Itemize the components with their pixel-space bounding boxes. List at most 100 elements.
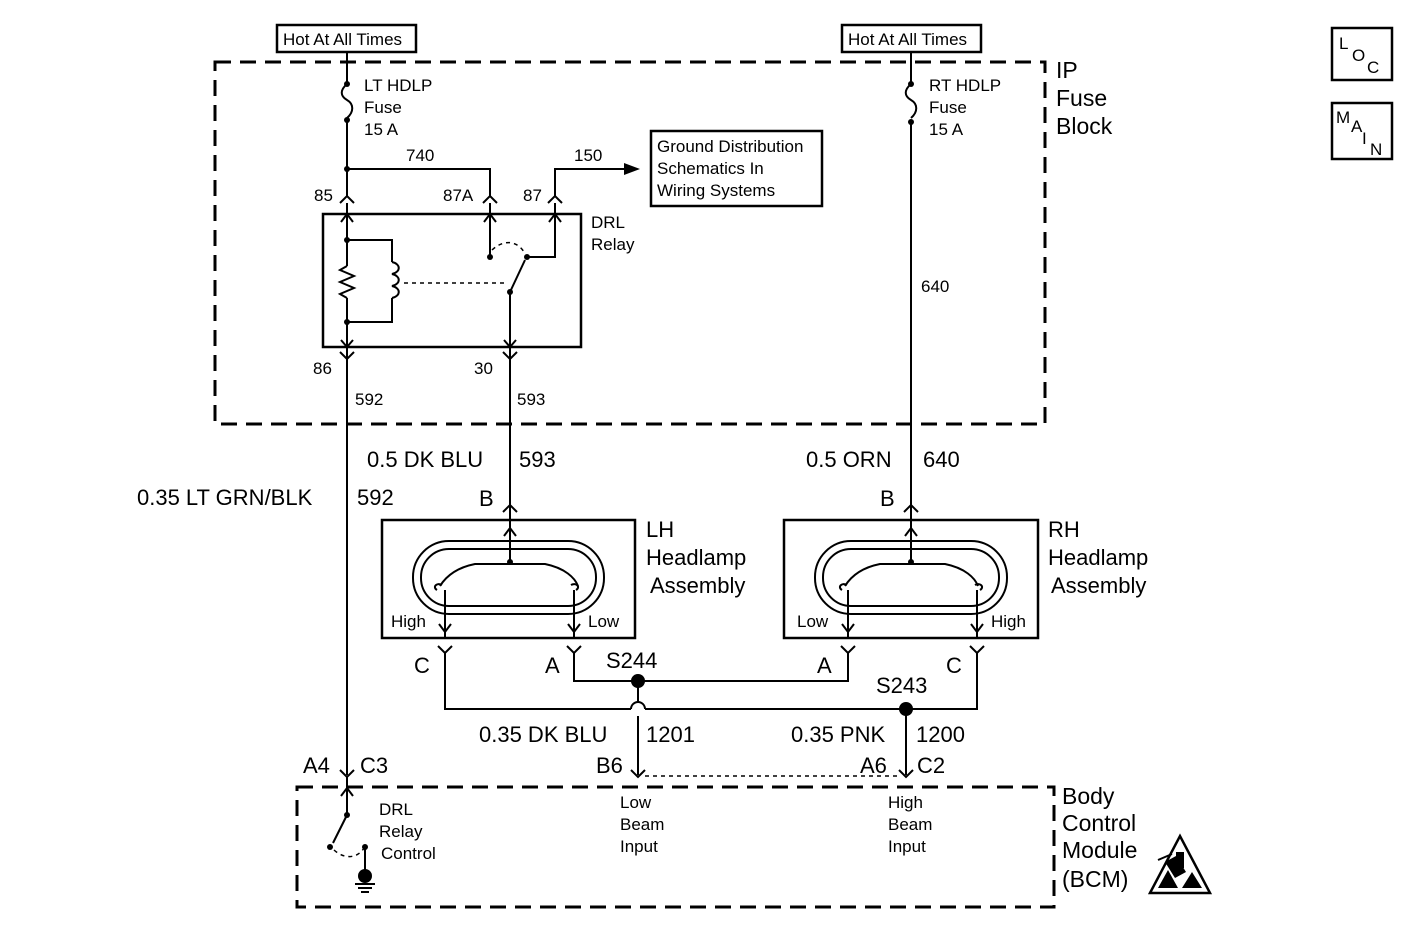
main-letter-4: N xyxy=(1370,140,1382,159)
right-power-label: Hot At All Times xyxy=(848,30,967,49)
low-beam-input-label-1: Low xyxy=(620,793,652,812)
ip-fuse-block-label-2: Fuse xyxy=(1056,85,1107,111)
high-beam-input-label-2: Beam xyxy=(888,815,932,834)
right-power-source: Hot At All Times xyxy=(840,23,983,54)
rh-label-1: RH xyxy=(1048,517,1080,542)
main-button[interactable]: M A I N xyxy=(1330,101,1394,161)
wire-593-circuit: 593 xyxy=(519,447,556,472)
lt-fuse-label-2: Fuse xyxy=(364,98,402,117)
rt-hdlp-fuse: RT HDLP Fuse 15 A 640 xyxy=(904,52,1001,510)
rh-pin-a-label: A xyxy=(817,653,832,678)
pin-87a-label: 87A xyxy=(443,186,474,205)
circuit-150-label: 150 xyxy=(574,146,602,165)
esd-warning-icon xyxy=(1147,833,1213,895)
connector-a4-label: A4 xyxy=(303,753,330,778)
high-beam-input-label-3: Input xyxy=(888,837,926,856)
wire-1201-circuit: 1201 xyxy=(646,722,695,747)
rh-headlamp-assembly: B RH Headlamp Assembly Low High A C xyxy=(782,486,1148,678)
pin-85-label: 85 xyxy=(314,186,333,205)
rt-fuse-label-2: Fuse xyxy=(929,98,967,117)
main-letter-3: I xyxy=(1362,129,1367,148)
bcm-label-4: (BCM) xyxy=(1062,866,1128,892)
bcm-label-1: Body xyxy=(1062,783,1115,809)
circuit-740-label: 740 xyxy=(406,146,434,165)
rh-label-2: Headlamp xyxy=(1048,545,1148,570)
wire-593-color: 0.5 DK BLU xyxy=(367,447,483,472)
connector-c2-label: C2 xyxy=(917,753,945,778)
ground-distribution-reference[interactable]: Ground Distribution Schematics In Wiring… xyxy=(649,129,824,208)
lh-headlamp-assembly: B LH Headlamp Assembly High Low C A xyxy=(380,486,746,678)
lh-low-label: Low xyxy=(588,612,620,631)
loc-letter-3: C xyxy=(1367,58,1379,77)
circuit-640-upper: 640 xyxy=(921,277,949,296)
loc-button[interactable]: L O C xyxy=(1330,26,1394,82)
drl-control-label-1: DRL xyxy=(379,800,413,819)
lh-label-3: Assembly xyxy=(650,573,745,598)
lh-high-label: High xyxy=(391,612,426,631)
circuit-592-upper: 592 xyxy=(355,390,383,409)
circuit-150: 150 xyxy=(554,146,640,196)
drl-relay-top-pins: 85 87A 87 xyxy=(314,186,563,205)
wire-593: 0.5 DK BLU 593 xyxy=(367,358,556,510)
lt-hdlp-fuse: LT HDLP Fuse 15 A xyxy=(340,52,432,196)
low-beam-circuit-1201: S244 0.35 DK BLU 1201 xyxy=(479,648,849,775)
loc-letter-1: L xyxy=(1339,34,1348,53)
drl-control-label-2: Relay xyxy=(379,822,423,841)
low-beam-input-label-3: Input xyxy=(620,837,658,856)
splice-s243-label: S243 xyxy=(876,673,927,698)
bcm-label-2: Control xyxy=(1062,810,1136,836)
main-letter-1: M xyxy=(1336,108,1350,127)
wire-1201-color: 0.35 DK BLU xyxy=(479,722,607,747)
rh-pin-c-label: C xyxy=(946,653,962,678)
circuit-740: 740 xyxy=(344,146,491,196)
body-control-module: Body Control Module (BCM) DRL Relay Cont… xyxy=(295,777,1137,909)
drl-control-label-3: Control xyxy=(381,844,436,863)
high-beam-circuit-1200: S243 0.35 PNK 1200 xyxy=(444,653,978,775)
high-beam-input-label-1: High xyxy=(888,793,923,812)
rh-high-label: High xyxy=(991,612,1026,631)
lh-pin-c-label: C xyxy=(414,653,430,678)
wire-1200-color: 0.35 PNK xyxy=(791,722,885,747)
pin-87-label: 87 xyxy=(523,186,542,205)
rt-fuse-label-1: RT HDLP xyxy=(929,76,1001,95)
lh-pin-a-label: A xyxy=(545,653,560,678)
wire-640: 0.5 ORN 640 xyxy=(806,447,960,472)
rh-label-3: Assembly xyxy=(1051,573,1146,598)
connector-a6-label: A6 xyxy=(860,753,887,778)
left-power-source: Hot At All Times xyxy=(275,23,418,54)
splice-s244-label: S244 xyxy=(606,648,657,673)
low-beam-input-label-2: Beam xyxy=(620,815,664,834)
drl-relay-label-2: Relay xyxy=(591,235,635,254)
drl-relay-label-1: DRL xyxy=(591,213,625,232)
left-power-label: Hot At All Times xyxy=(283,30,402,49)
lt-fuse-label-3: 15 A xyxy=(364,120,399,139)
bcm-connectors: A4 C3 B6 A6 C2 xyxy=(303,753,945,779)
drl-relay: DRL Relay xyxy=(321,203,635,358)
lh-label-2: Headlamp xyxy=(646,545,746,570)
pin-86-label: 86 xyxy=(313,359,332,378)
lh-label-1: LH xyxy=(646,517,674,542)
connector-c3-label: C3 xyxy=(360,753,388,778)
lt-fuse-label-1: LT HDLP xyxy=(364,76,432,95)
wire-592-color: 0.35 LT GRN/BLK xyxy=(137,485,313,510)
pin-30-label: 30 xyxy=(474,359,493,378)
wire-592-circuit: 592 xyxy=(357,485,394,510)
ground-ref-line-3: Wiring Systems xyxy=(657,181,775,200)
wire-1200-circuit: 1200 xyxy=(916,722,965,747)
loc-letter-2: O xyxy=(1352,46,1365,65)
rh-pin-b-label: B xyxy=(880,486,895,511)
bcm-label-3: Module xyxy=(1062,837,1137,863)
wire-640-color: 0.5 ORN xyxy=(806,447,892,472)
lh-pin-b-label: B xyxy=(479,486,494,511)
ground-ref-line-2: Schematics In xyxy=(657,159,764,178)
rt-fuse-label-3: 15 A xyxy=(929,120,964,139)
circuit-593-upper: 593 xyxy=(517,390,545,409)
wire-592: 0.35 LT GRN/BLK 592 xyxy=(137,358,394,775)
main-letter-2: A xyxy=(1351,117,1363,136)
ip-fuse-block-label-3: Block xyxy=(1056,113,1113,139)
ip-fuse-block-label-1: IP xyxy=(1056,57,1078,83)
ip-fuse-block: IP Fuse Block xyxy=(213,57,1113,426)
connector-b6-label: B6 xyxy=(596,753,623,778)
drl-relay-bottom-pins: 86 30 592 593 xyxy=(313,351,545,409)
